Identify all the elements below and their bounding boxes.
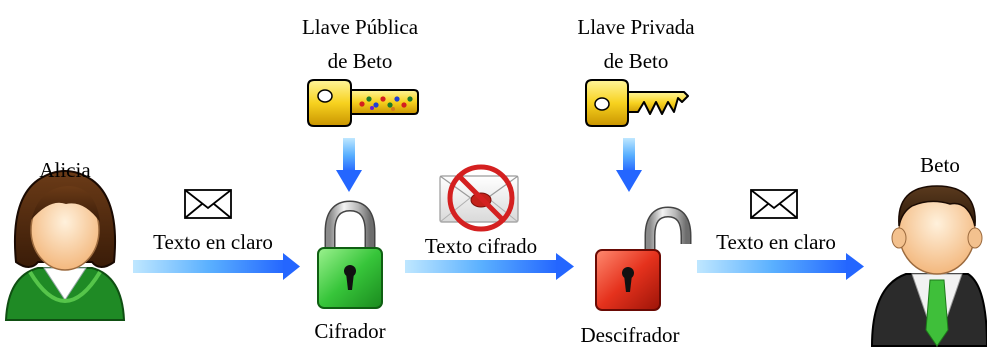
public-key-icon [307, 79, 419, 127]
plaintext-in-label: Texto en claro [153, 230, 273, 254]
receiver-label: Beto [920, 153, 960, 177]
public-key-title: Llave Pública de Beto [280, 14, 440, 74]
private-key-icon [585, 79, 689, 127]
private-key-label-line2: de Beto [603, 49, 669, 73]
beto-avatar-icon [870, 185, 987, 348]
sender-label: Alicia [39, 158, 91, 182]
arrow-plaintext-in [133, 253, 300, 280]
envelope-icon [184, 189, 232, 219]
public-key-label-line1: Llave Pública [301, 15, 419, 39]
envelope-icon [750, 189, 798, 219]
ciphertext-label: Texto cifrado [424, 234, 538, 258]
closed-padlock-icon [317, 200, 383, 309]
plaintext-out-label: Texto en claro [716, 230, 836, 254]
down-arrow-public-key [336, 138, 362, 192]
sealed-envelope-forbidden-icon [439, 164, 519, 232]
private-key-label-line1: Llave Privada [577, 15, 695, 39]
decryptor-label: Descifrador [580, 323, 680, 347]
arrow-ciphertext [405, 253, 574, 280]
arrow-plaintext-out [697, 253, 864, 280]
down-arrow-private-key [616, 138, 642, 192]
alicia-avatar-icon [4, 170, 126, 321]
private-key-title: Llave Privada de Beto [556, 14, 716, 74]
open-padlock-icon [595, 206, 692, 311]
public-key-label-line2: de Beto [327, 49, 393, 73]
encryptor-label: Cifrador [314, 319, 386, 343]
